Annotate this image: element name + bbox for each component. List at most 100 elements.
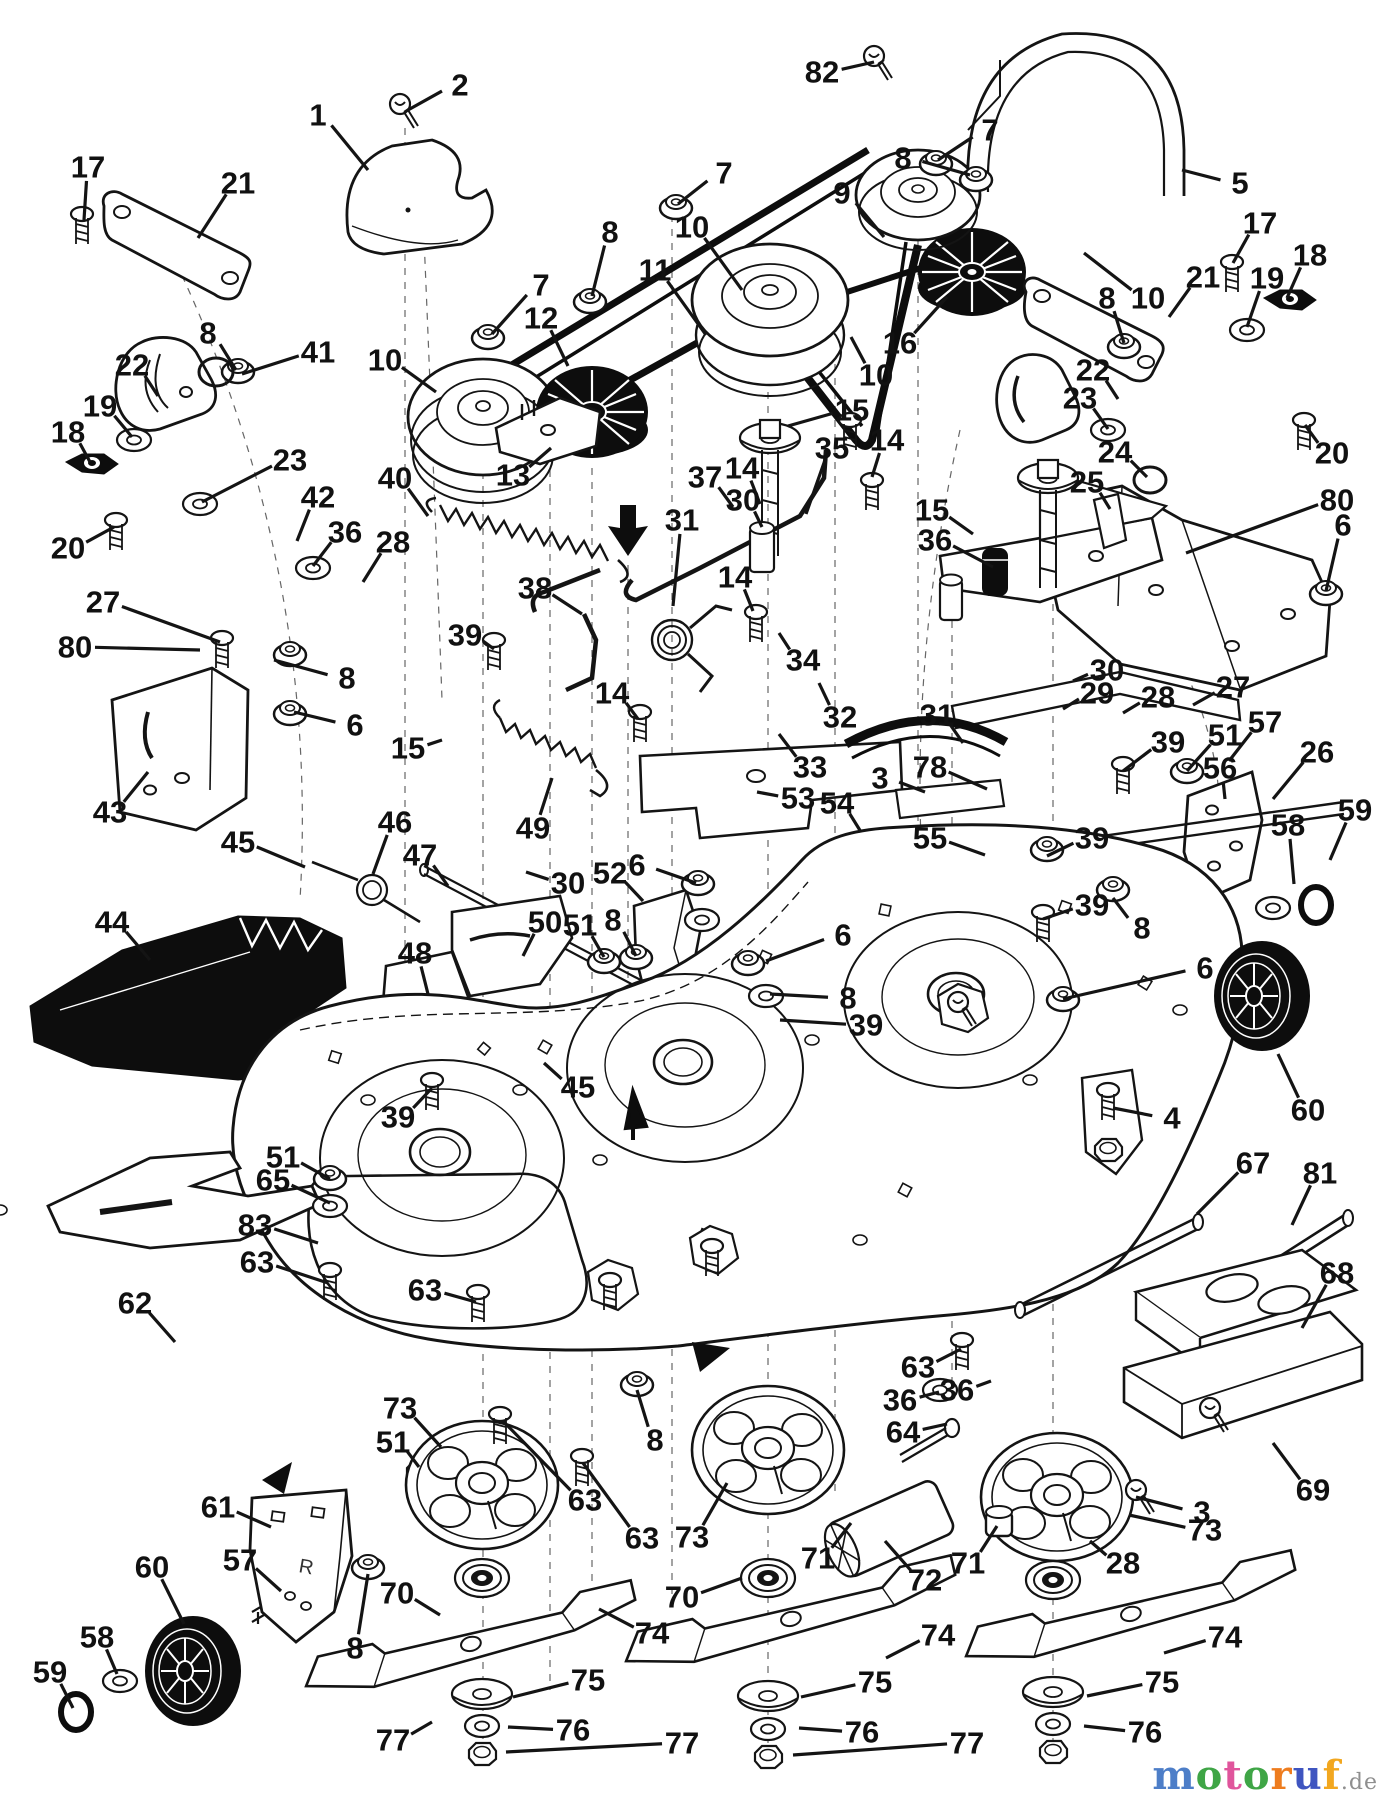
callout-10: 10 xyxy=(858,357,894,393)
callout-8: 8 xyxy=(601,214,619,250)
skid-plate-69 xyxy=(1124,1312,1362,1438)
callout-70: 70 xyxy=(379,1575,415,1611)
leader-line-18 xyxy=(1287,267,1301,298)
callout-75: 75 xyxy=(1144,1664,1180,1700)
callout-36: 36 xyxy=(917,522,953,558)
leader-line-80 xyxy=(1186,505,1318,553)
leader-line-18 xyxy=(80,443,90,462)
leader-line-8 xyxy=(637,1390,648,1427)
callout-63: 63 xyxy=(567,1482,603,1518)
spacer-36-black xyxy=(982,548,1008,596)
leader-line-24 xyxy=(1131,461,1147,477)
callout-74: 74 xyxy=(920,1617,956,1653)
callout-80: 80 xyxy=(57,629,93,665)
leader-line-20 xyxy=(86,527,114,542)
callout-1: 1 xyxy=(309,97,327,133)
leader-line-57 xyxy=(1229,732,1251,761)
callout-81: 81 xyxy=(1302,1155,1338,1191)
leader-line-23 xyxy=(1093,408,1108,429)
leader-line-7 xyxy=(492,295,527,334)
leader-line-6 xyxy=(656,869,696,883)
callout-6: 6 xyxy=(346,707,364,743)
blade-brake-strip-33 xyxy=(952,672,1240,728)
leader-line-74 xyxy=(599,1609,634,1627)
leader-line-3 xyxy=(899,782,925,792)
mulch-bracket-62 xyxy=(48,1152,320,1248)
callout-15: 15 xyxy=(914,492,950,528)
roller-72 xyxy=(818,1478,957,1582)
callout-63: 63 xyxy=(239,1244,275,1280)
callout-73: 73 xyxy=(1187,1512,1223,1548)
watermark-suffix: .de xyxy=(1340,1770,1378,1795)
leader-line-58 xyxy=(107,1649,117,1674)
leader-line-74 xyxy=(886,1641,920,1658)
callout-56: 56 xyxy=(1202,750,1238,786)
callout-57: 57 xyxy=(1247,704,1283,740)
leader-line-59 xyxy=(1330,823,1346,860)
callout-44: 44 xyxy=(94,904,130,940)
blade-brake-plate-53 xyxy=(640,742,902,838)
callout-27: 27 xyxy=(1215,669,1251,705)
leader-line-29 xyxy=(1063,699,1079,709)
callout-28: 28 xyxy=(1140,679,1176,715)
leader-line-39 xyxy=(1043,909,1073,919)
pulley-right xyxy=(856,150,980,250)
leader-line-37 xyxy=(719,487,733,507)
callout-43: 43 xyxy=(92,794,128,830)
callout-51: 51 xyxy=(375,1424,411,1460)
callout-51: 51 xyxy=(562,907,598,943)
leader-line-21 xyxy=(1169,288,1190,317)
leader-line-62 xyxy=(149,1313,175,1342)
shoulder-bolt-15-right xyxy=(1016,460,1080,588)
leader-line-76 xyxy=(799,1728,842,1731)
leader-line-34 xyxy=(779,633,790,650)
leader-line-6 xyxy=(294,712,335,722)
leader-line-36 xyxy=(313,542,331,566)
leader-line-60 xyxy=(1278,1054,1299,1098)
callout-34: 34 xyxy=(785,642,821,678)
leader-line-10 xyxy=(851,337,865,363)
watermark-logo[interactable]: motoruf.de xyxy=(1152,1756,1378,1796)
wheel-hardware-right xyxy=(1254,887,1331,923)
leader-line-63 xyxy=(444,1293,476,1302)
leader-line-60 xyxy=(162,1579,184,1624)
leader-line-83 xyxy=(274,1229,318,1243)
callout-29: 29 xyxy=(1079,675,1115,711)
leader-line-51 xyxy=(1187,745,1210,771)
callout-2: 2 xyxy=(451,67,469,103)
callout-54: 54 xyxy=(819,785,855,821)
callout-67: 67 xyxy=(1235,1145,1271,1181)
leader-line-63 xyxy=(276,1266,328,1283)
leader-line-50 xyxy=(523,934,534,956)
callout-16: 16 xyxy=(882,325,918,361)
callout-76: 76 xyxy=(844,1714,880,1750)
callout-51: 51 xyxy=(1207,717,1243,753)
callout-72: 72 xyxy=(907,1562,943,1598)
brake-arm-left xyxy=(103,192,250,299)
callout-24: 24 xyxy=(1097,434,1133,470)
callout-14: 14 xyxy=(724,450,760,486)
leader-line-58 xyxy=(1290,839,1294,884)
leader-line-36 xyxy=(976,1381,991,1386)
leader-line-19 xyxy=(114,416,132,437)
watermark-letter: o xyxy=(1195,1752,1224,1799)
leader-line-67 xyxy=(1197,1172,1238,1214)
leader-line-63 xyxy=(936,1349,961,1362)
callout-70: 70 xyxy=(664,1579,700,1615)
plate-3 xyxy=(896,780,1004,818)
leader-line-75 xyxy=(1087,1685,1142,1696)
callout-77: 77 xyxy=(949,1725,985,1761)
callout-23: 23 xyxy=(1062,380,1098,416)
callout-8: 8 xyxy=(338,660,356,696)
callout-27: 27 xyxy=(85,584,121,620)
leader-line-76 xyxy=(508,1727,553,1729)
callout-20: 20 xyxy=(50,530,86,566)
leader-line-6 xyxy=(1326,539,1338,591)
callout-6: 6 xyxy=(628,847,646,883)
leader-line-23 xyxy=(202,466,272,502)
callout-10: 10 xyxy=(367,342,403,378)
callout-28: 28 xyxy=(375,524,411,560)
callout-74: 74 xyxy=(634,1615,670,1651)
callout-80: 80 xyxy=(1319,482,1355,518)
